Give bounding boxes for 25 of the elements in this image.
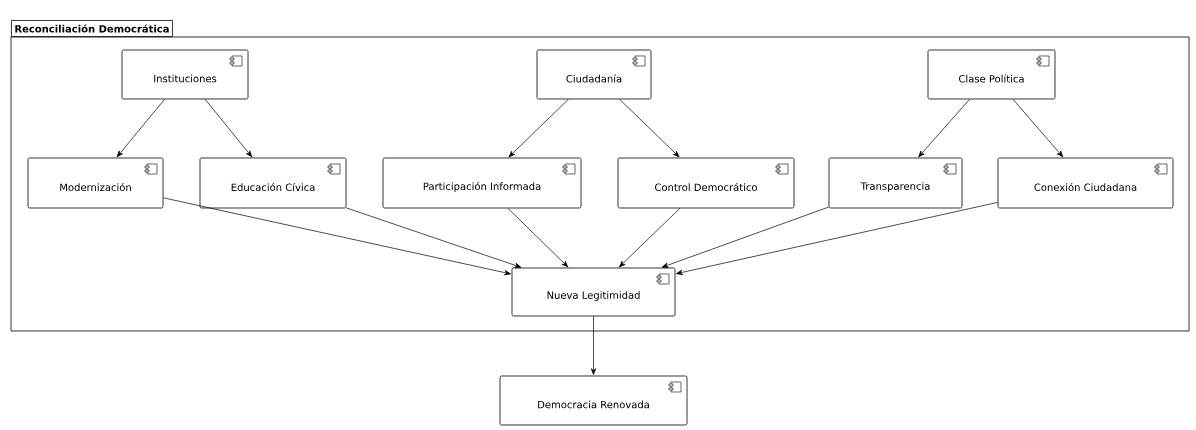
component-box: Control Democrático xyxy=(617,157,795,209)
arrow xyxy=(204,99,253,158)
component-box: Modernización xyxy=(27,157,164,209)
arrow xyxy=(590,316,597,375)
component-box: Participación Informada xyxy=(382,157,582,209)
arrow xyxy=(1012,99,1064,158)
component-box: Conexión Ciudadana xyxy=(997,157,1174,209)
component-box: Democracia Renovada xyxy=(499,375,688,426)
arrow xyxy=(507,208,569,268)
component-box: Nueva Legitimidad xyxy=(511,267,676,317)
arrow xyxy=(116,99,165,158)
component-box: Transparencia xyxy=(828,157,963,209)
arrow xyxy=(619,99,680,158)
node-label: Reconciliación Democrática xyxy=(15,24,169,33)
component-box: Instituciones xyxy=(121,49,249,100)
component-box: Ciudadanía xyxy=(536,49,652,100)
arrow xyxy=(619,208,681,268)
arrow xyxy=(918,99,970,158)
arrow xyxy=(163,197,511,276)
arrow xyxy=(661,206,829,268)
arrow xyxy=(676,202,998,275)
component-box: Educación Cívica xyxy=(199,157,347,209)
component-box: Clase Política xyxy=(927,49,1056,100)
arrow xyxy=(346,207,522,268)
arrow xyxy=(508,99,569,158)
